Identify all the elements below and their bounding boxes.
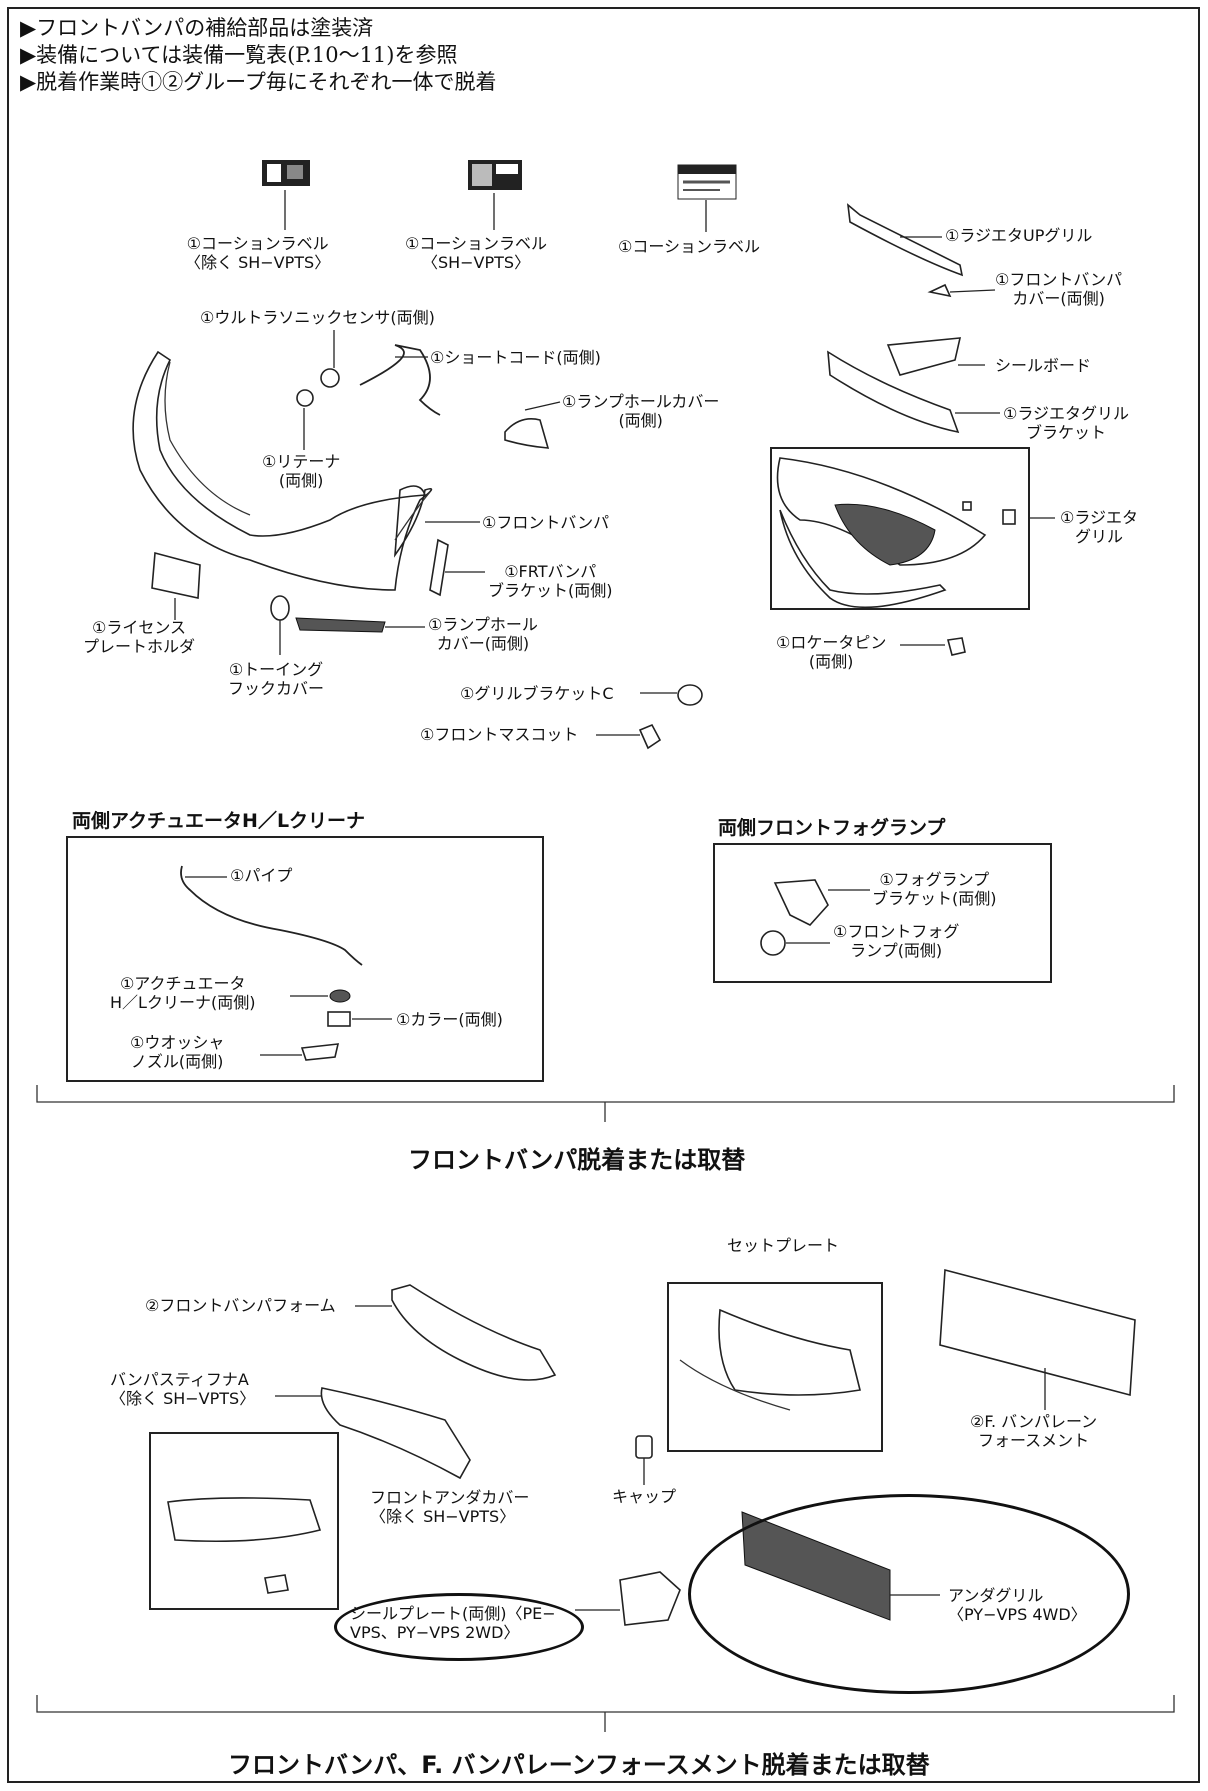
actuator-group-title: 両側アクチュエータH／Lクリーナ xyxy=(72,810,366,832)
note-equipment-list: ▶装備については装備一覧表(P.10～11)を参照 xyxy=(20,43,458,67)
bumper-stiffener-icon xyxy=(320,1387,471,1480)
license-plate-holder-icon xyxy=(151,551,201,599)
radiator-grille-bracket-icon xyxy=(827,350,960,434)
set-plate-box xyxy=(667,1282,883,1452)
lamp-hole-cover-lower-icon xyxy=(295,617,386,633)
bumper-cover-small-icon xyxy=(927,283,952,298)
label-radiator-grille-bracket: ①ラジエタグリルブラケット xyxy=(1003,404,1130,442)
label-front-bumper-cover: ①フロントバンパカバー(両側) xyxy=(995,270,1123,308)
front-bumper-icon xyxy=(132,350,433,591)
pipe-icon xyxy=(180,865,363,966)
label-under-grille: アンダグリル〈PY−VPS 4WD〉 xyxy=(948,1586,1087,1624)
under-cover-box xyxy=(149,1432,339,1610)
label-lamp-hole-cover-upper: ①ランプホールカバー(両側) xyxy=(562,392,720,430)
seal-plate-icon xyxy=(619,1571,681,1626)
note-painted-parts: ▶フロントバンパの補給部品は塗装済 xyxy=(20,16,374,40)
under-cover-clip-icon xyxy=(264,1574,289,1594)
label-washer-nozzle: ①ウオッシャノズル(両側) xyxy=(130,1033,225,1071)
label-caution-3: ①コーションラベル xyxy=(618,237,761,256)
short-cord-icon xyxy=(359,344,441,416)
ultrasonic-sensor-icon xyxy=(320,368,340,388)
seal-plate-highlight xyxy=(334,1593,584,1661)
label-seal-plate: シールプレート(両側)〈PE−VPS、PY−VPS 2WD〉 xyxy=(350,1604,556,1642)
seal-board-icon xyxy=(886,337,962,376)
fog-bracket-icon xyxy=(773,879,829,926)
label-frt-bumper-bracket: ①FRTバンパブラケット(両側) xyxy=(488,562,613,600)
front-mascot-icon xyxy=(638,723,662,750)
radiator-up-grille-icon xyxy=(846,203,964,277)
cap-icon xyxy=(635,1435,653,1459)
label-radiator-grille: ①ラジエタグリル xyxy=(1060,508,1139,546)
label-fog-bracket: ①フォグランプブラケット(両側) xyxy=(872,870,997,908)
washer-nozzle-icon xyxy=(300,1043,340,1061)
label-locator-pin: ①ロケータピン(両側) xyxy=(776,633,887,671)
label-reinforcement: ②F. バンパレーンフォースメント xyxy=(970,1412,1098,1450)
section1-title: フロントバンパ脱着または取替 xyxy=(408,1146,746,1174)
radiator-grille-icon xyxy=(776,457,1016,609)
locator-pin-icon xyxy=(946,637,966,656)
radiator-grille-frame xyxy=(770,447,1030,610)
label-short-cord: ①ショートコード(両側) xyxy=(430,348,601,367)
page-frame xyxy=(7,7,1200,1783)
label-pipe: ①パイプ xyxy=(230,866,293,885)
bumper-foam-icon xyxy=(391,1284,557,1381)
retainer-icon xyxy=(296,389,314,407)
label-set-plate: セットプレート xyxy=(727,1236,840,1255)
note-group-removal: ▶脱着作業時①②グループ毎にそれぞれ一体で脱着 xyxy=(20,70,497,94)
label-seal-board: シールボード xyxy=(995,356,1092,375)
reinforcement-icon xyxy=(939,1268,1136,1397)
label-lamp-hole-cover-lower: ①ランプホールカバー(両側) xyxy=(428,615,538,653)
label-caution-1: ①コーションラベル〈除く SH−VPTS〉 xyxy=(185,234,331,272)
grille-bracket-c-icon xyxy=(677,684,703,706)
label-under-cover: フロントアンダカバー〈除く SH−VPTS〉 xyxy=(370,1488,530,1526)
label-grille-bracket-c: ①グリルブラケットC xyxy=(460,684,614,703)
towing-hook-cover-icon xyxy=(270,595,290,621)
label-front-bumper: ①フロントバンパ xyxy=(482,513,610,532)
lamp-hole-cover-upper-icon xyxy=(504,418,550,449)
label-retainer: ①リテーナ(両側) xyxy=(262,452,341,490)
label-towing-hook-cover: ①トーイングフックカバー xyxy=(228,660,325,698)
label-cap: キャップ xyxy=(612,1487,677,1506)
collar-icon xyxy=(327,1011,351,1027)
frt-bumper-bracket-icon xyxy=(429,538,449,597)
actuator-icon xyxy=(329,989,351,1003)
label-bumper-stiffener: バンパスティフナA〈除く SH−VPTS〉 xyxy=(110,1370,256,1408)
label-fog-lamp: ①フロントフォグランプ(両側) xyxy=(833,922,960,960)
label-radiator-up-grille: ①ラジエタUPグリル xyxy=(945,226,1093,245)
set-plate-icon xyxy=(718,1308,861,1396)
section2-title: フロントバンパ、F. バンパレーンフォースメント脱着または取替 xyxy=(228,1751,930,1779)
caution-label-1-icon xyxy=(262,160,310,186)
label-front-mascot: ①フロントマスコット xyxy=(420,725,579,744)
caution-label-2-icon xyxy=(468,160,522,190)
under-cover-icon xyxy=(167,1497,322,1543)
fog-lamp-icon xyxy=(760,930,786,956)
under-grille-highlight xyxy=(688,1494,1130,1694)
label-license-plate-holder: ①ライセンスプレートホルダ xyxy=(83,618,196,656)
actuator-group-box xyxy=(66,836,544,1082)
fog-group-title: 両側フロントフォグランプ xyxy=(718,817,946,839)
label-bumper-foam: ②フロントバンパフォーム xyxy=(145,1296,336,1315)
fog-group-box xyxy=(713,843,1052,983)
label-caution-2: ①コーションラベル〈SH−VPTS〉 xyxy=(405,234,548,272)
label-collar: ①カラー(両側) xyxy=(396,1010,503,1029)
label-ultrasonic-sensor: ①ウルトラソニックセンサ(両側) xyxy=(200,308,435,327)
caution-label-3-icon xyxy=(677,164,737,200)
